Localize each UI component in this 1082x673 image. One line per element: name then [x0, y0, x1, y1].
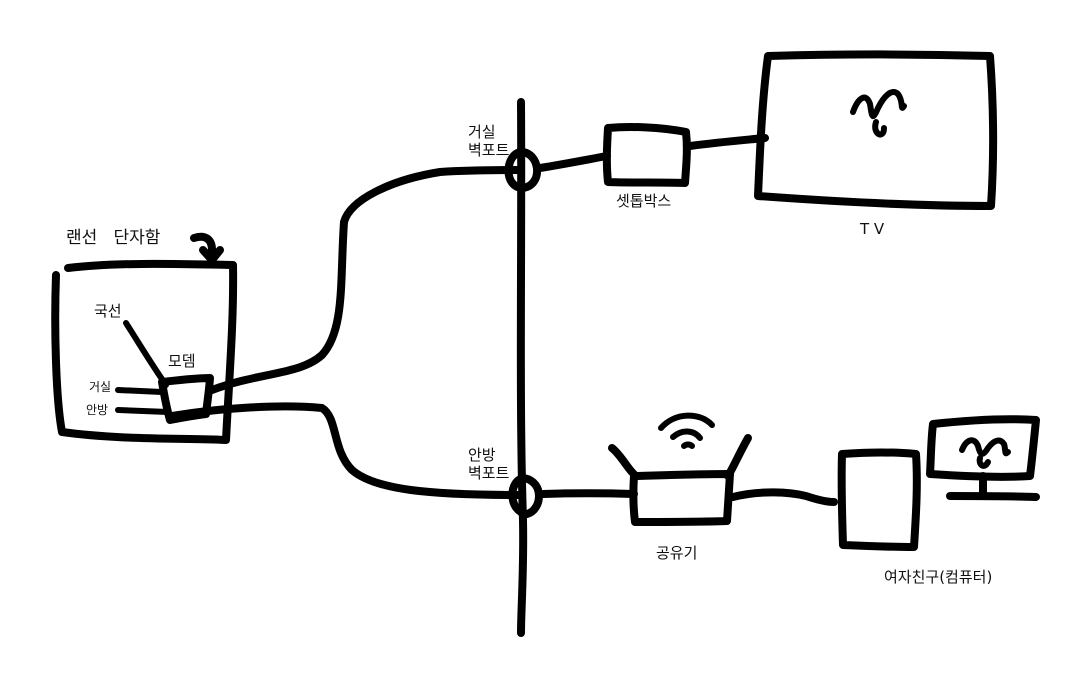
phone-line-label: 국선: [94, 302, 122, 320]
pc-monitor: [926, 415, 1040, 481]
pc-tower: [837, 448, 921, 551]
cable-to-settop: [536, 152, 611, 172]
living-wall-port: [504, 148, 542, 192]
living-jack-label: 거실: [89, 380, 112, 394]
phone-line-wire: [123, 320, 169, 388]
cable-to-living-port: [208, 166, 522, 394]
bedroom-jack-label: 안방: [86, 403, 109, 417]
router-antenna-left: [608, 444, 640, 480]
tv-picture-icon: [850, 89, 907, 138]
junction-box-label: 랜선 단자함: [66, 228, 161, 248]
wall-line: [516, 98, 528, 637]
router-box: [629, 470, 734, 526]
living-wall-port-label: 거실 벽포트: [468, 123, 510, 159]
cable-to-tv: [686, 134, 769, 150]
bedroom-jack-wire: [115, 407, 171, 415]
wifi-icon: [658, 412, 715, 449]
tv-label: T V: [860, 220, 885, 238]
pc-monitor-stand: [946, 472, 1040, 501]
settop-box: [602, 123, 691, 187]
bedroom-wall-port-label: 안방 벽포트: [468, 446, 510, 482]
cable-to-pc: [729, 488, 838, 506]
settop-box-label: 셋톱박스: [616, 192, 672, 210]
modem-label: 모뎀: [168, 352, 196, 370]
tv-screen: [754, 50, 998, 210]
living-jack-wire: [115, 387, 165, 395]
router-label: 공유기: [656, 544, 698, 562]
girlfriend-pc-label: 여자친구(컴퓨터): [884, 568, 993, 586]
cable-to-bedroom-port: [168, 402, 524, 499]
cable-to-router: [539, 489, 638, 498]
bedroom-wall-port: [508, 474, 543, 518]
junction-box: [51, 259, 238, 444]
router-antenna-right: [724, 434, 752, 480]
pc-monitor-picture-icon: [959, 437, 1011, 469]
arrow-icon: [190, 232, 224, 264]
